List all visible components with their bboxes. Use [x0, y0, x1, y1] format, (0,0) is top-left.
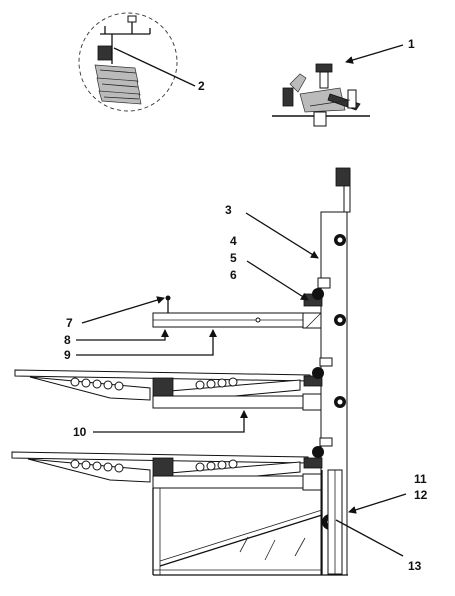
- callout-labels: 1 2 3 4 5 6 7 8 9 10 11 12 13: [64, 37, 428, 573]
- callout-7: 7: [66, 316, 73, 330]
- callout-5: 5: [230, 251, 237, 265]
- leader-13: [335, 519, 404, 557]
- roller-row-lower: [70, 459, 238, 473]
- callout-10: 10: [73, 425, 87, 439]
- leader-2: [113, 47, 196, 87]
- callout-9: 9: [64, 348, 71, 362]
- upper-bracket-arm: [152, 277, 331, 329]
- leader-9: [76, 329, 217, 356]
- callout-1: 1: [408, 37, 415, 51]
- main-column: [320, 167, 351, 576]
- roller-row-middle: [70, 377, 238, 391]
- top-assembly-side-view: [272, 63, 370, 127]
- detail-view-circle: [78, 12, 178, 112]
- leader-11-12: [348, 493, 407, 514]
- roller-stack-detail: [94, 64, 142, 105]
- leader-8: [76, 329, 169, 341]
- leader-lines: [76, 44, 407, 557]
- lower-shelf: [11, 437, 333, 491]
- leader-4-6: [246, 260, 309, 301]
- leader-7: [81, 296, 165, 324]
- leader-1: [345, 44, 404, 64]
- leader-10: [93, 410, 248, 433]
- callout-8: 8: [64, 333, 71, 347]
- callout-13: 13: [408, 559, 422, 573]
- callout-6: 6: [230, 268, 237, 282]
- callout-2: 2: [198, 79, 205, 93]
- callout-3: 3: [225, 203, 232, 217]
- callout-11: 11: [414, 472, 427, 486]
- callout-12: 12: [414, 488, 428, 502]
- base-frame: [152, 488, 348, 576]
- leader-3: [245, 212, 319, 259]
- middle-shelf: [14, 357, 333, 411]
- callout-4: 4: [230, 234, 237, 248]
